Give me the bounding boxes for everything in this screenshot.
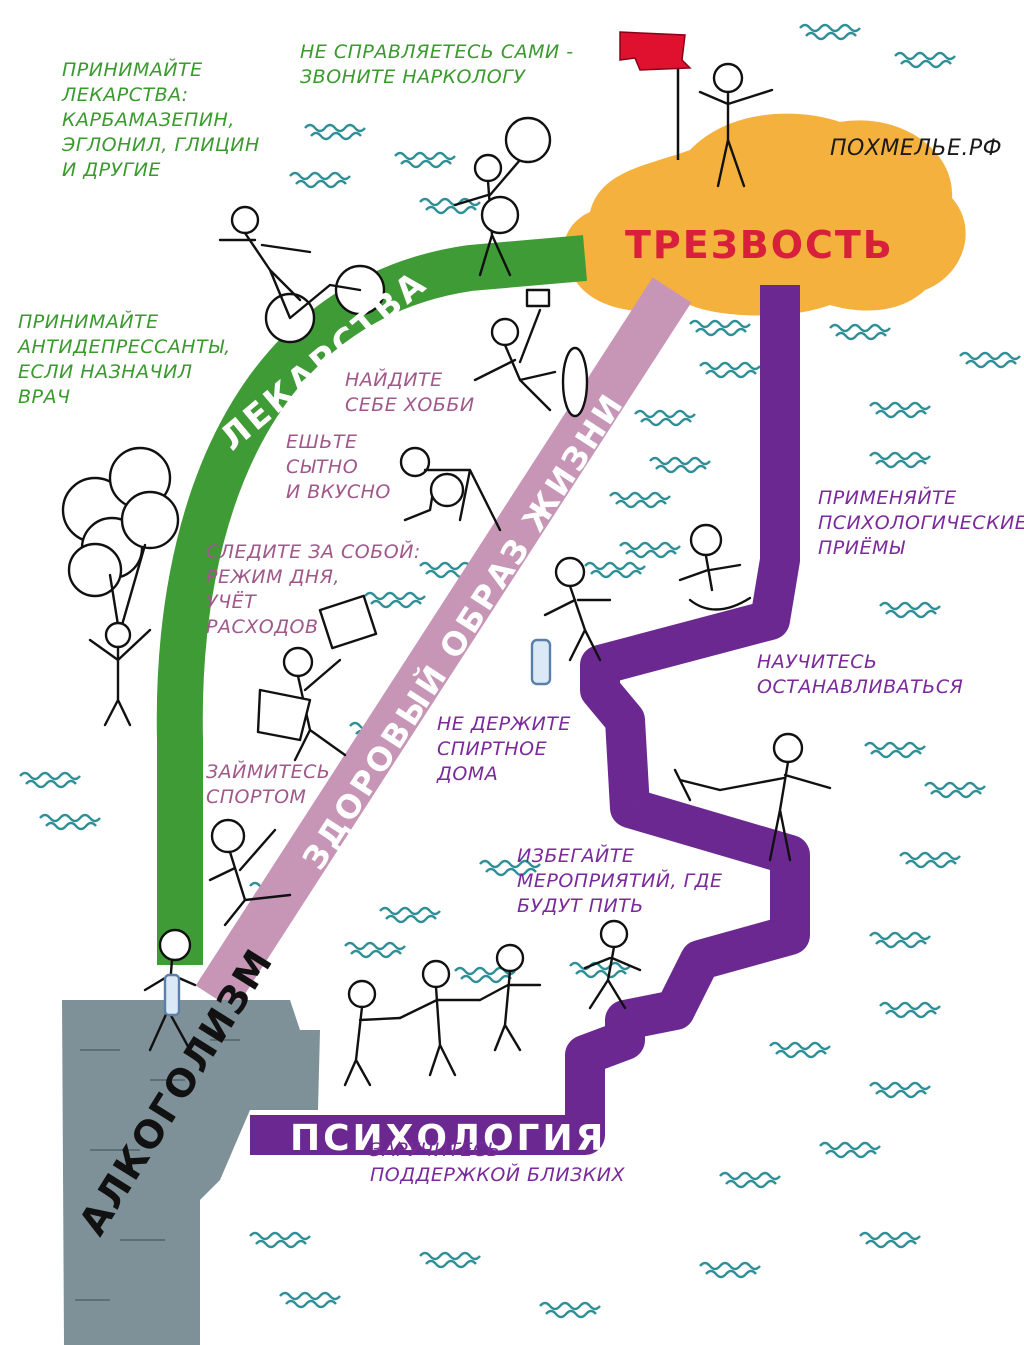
- healthy-path: [195, 277, 692, 1011]
- note-avoid-events: ИЗБЕГАЙТЕ МЕРОПРИЯТИЙ, ГДЕ БУДУТ ПИТЬ: [517, 845, 723, 918]
- balloon-figure: [61, 446, 180, 727]
- winner-figure: [698, 62, 774, 188]
- note-eat: ЕШЬТЕ СЫТНО И ВКУСНО: [286, 431, 391, 504]
- cyclist-figure: [218, 205, 386, 344]
- support-group-figures: [343, 943, 542, 1087]
- drinker-figure: [143, 928, 197, 1052]
- eating-figure: [399, 446, 502, 532]
- note-no-alcohol-home: НЕ ДЕРЖИТЕ СПИРТНОЕ ДОМА: [437, 713, 571, 786]
- goal-cloud: [563, 113, 966, 316]
- planner-figure: [256, 594, 378, 762]
- hobby-figure: [473, 288, 589, 418]
- note-take-meds: ПРИНИМАЙТЕ ЛЕКАРСТВА: КАРБАМАЗЕПИН, ЭГЛО…: [62, 59, 260, 182]
- medicine-path: [156, 235, 587, 965]
- note-learn-stop: НАУЧИТЕСЬ ОСТАНАВЛИВАТЬСЯ: [757, 651, 964, 699]
- runner-figure: [208, 818, 292, 927]
- goal-title: ТРЕЗВОСТЬ: [625, 223, 894, 267]
- note-routine: СЛЕДИТЕ ЗА СОБОЙ: РЕЖИМ ДНЯ, УЧЁТ РАСХОД…: [206, 541, 421, 639]
- meditating-figure: [678, 523, 752, 611]
- psychology-path: [250, 285, 810, 1155]
- note-hobby: НАЙДИТЕ СЕБЕ ХОББИ: [345, 369, 475, 417]
- note-sport: ЗАЙМИТЕСЬ СПОРТОМ: [206, 761, 331, 809]
- note-family-support: ЗАРУЧИТЕСЬ ПОДДЕРЖКОЙ БЛИЗКИХ: [370, 1139, 625, 1187]
- brand-logo: ПОХМЕЛЬЕ.РФ: [830, 136, 1003, 161]
- walking-figure: [583, 919, 642, 1010]
- climber-figure: [673, 732, 832, 862]
- flag-icon: [619, 31, 692, 160]
- note-antidepressants: ПРИНИМАЙТЕ АНТИДЕПРЕССАНТЫ, ЕСЛИ НАЗНАЧИ…: [18, 311, 231, 409]
- pouring-figure: [530, 556, 612, 686]
- doctor-figure: [453, 116, 552, 277]
- note-psych-techniques: ПРИМЕНЯЙТЕ ПСИХОЛОГИЧЕСКИЕ ПРИЁМЫ: [818, 487, 1024, 560]
- psychology-path-label: ПСИХОЛОГИЯ: [290, 1118, 606, 1159]
- note-call-narcologist: НЕ СПРАВЛЯЕТЕСЬ САМИ - ЗВОНИТЕ НАРКОЛОГУ: [300, 41, 574, 89]
- rock-base: [62, 1000, 320, 1345]
